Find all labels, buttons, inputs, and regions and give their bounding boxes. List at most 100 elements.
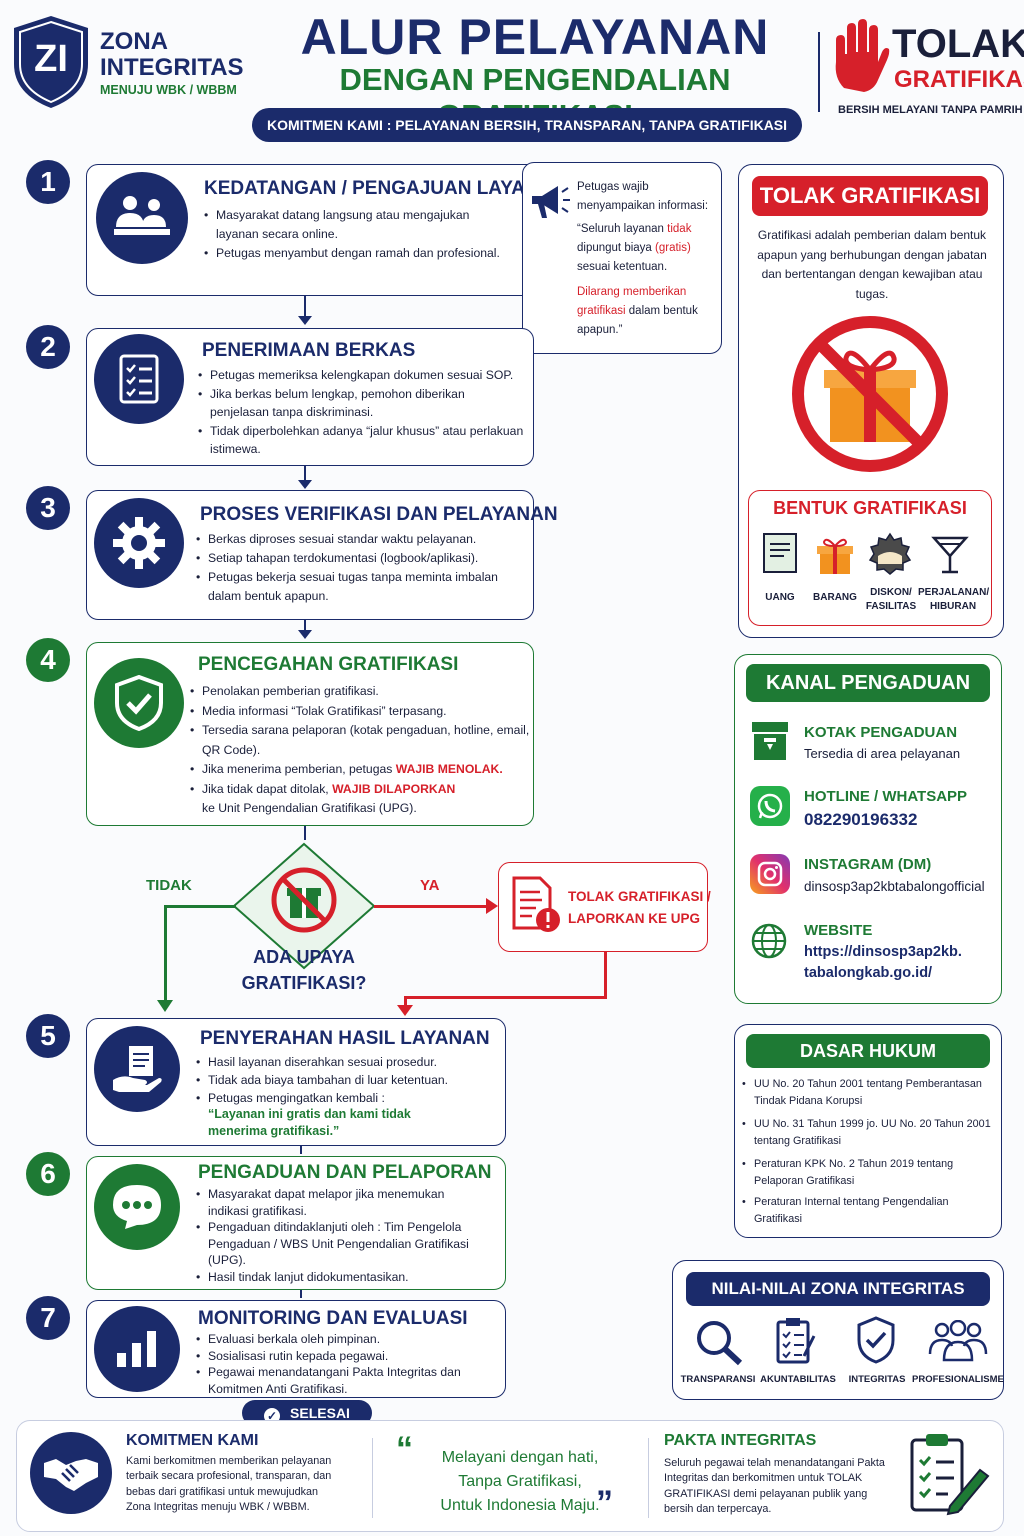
tolak-panel-title: TOLAK GRATIFIKASI [752, 176, 988, 216]
commitment-banner: KOMITMEN KAMI : PELAYANAN BERSIH, TRANSP… [252, 108, 802, 142]
header-divider [818, 32, 820, 112]
callout-quote: “Seluruh layanan tidak dipungut biaya (g… [577, 223, 692, 273]
return-line-h [404, 996, 607, 999]
list-item: UU No. 31 Tahun 1999 jo. UU No. 20 Tahun… [742, 1116, 998, 1149]
kanal-label-3: WEBSITE [804, 922, 873, 939]
kanal-value-3[interactable]: https://dinsosp3ap2kb. tabalongkab.go.id… [804, 944, 962, 981]
globe-icon [751, 923, 787, 959]
nilai-title: NILAI-NILAI ZONA INTEGRITAS [686, 1272, 990, 1306]
step-title-6: PENGADUAN DAN PELAPORAN [198, 1162, 492, 1183]
no-gift-icon [271, 867, 337, 933]
list-item: Penolakan pemberian gratifikasi. [190, 682, 530, 702]
kanal-label-0: KOTAK PENGADUAN [804, 724, 958, 741]
decision-question: ADA UPAYA GRATIFIKASI? [241, 947, 367, 993]
form-label-2: DISKON/FASILITAS [865, 587, 917, 612]
pakta-clipboard-icon [910, 1434, 990, 1516]
nilai-label-1: AKUNTABILITAS [760, 1374, 836, 1385]
callout-line2: menyampaikan informasi: [577, 200, 709, 212]
pakta-text: Seluruh pegawai telah menandatangani Pak… [664, 1457, 885, 1515]
no-line-h [164, 905, 236, 908]
clipboard-icon [776, 1318, 816, 1364]
step-title-7: MONITORING DAN EVALUASI [198, 1308, 468, 1329]
list-item: Pengaduan ditindaklanjuti oleh : Tim Pen… [196, 1219, 482, 1269]
tolak-line1: TOLAK [892, 22, 1024, 66]
flow-arrowhead [298, 316, 312, 325]
step-number-1: 1 [26, 160, 70, 204]
zi-line2: INTEGRITAS [100, 54, 244, 81]
return-arrowhead [397, 1005, 413, 1016]
tolak-line2: GRATIFIKASI [894, 66, 1024, 93]
kanal-value-0: Tersedia di area pelayanan [804, 746, 961, 761]
bar-chart-icon [94, 1306, 180, 1392]
people-desk-icon [96, 172, 188, 264]
chat-bubble-icon [94, 1164, 180, 1250]
zi-line1: ZONA [100, 28, 168, 55]
form-label-1: BARANG [813, 592, 857, 603]
list-item: Jika tidak dapat ditolak, WAJIB DILAPORK… [190, 780, 530, 819]
quote-divider-right [648, 1438, 649, 1518]
flow-arrow [300, 1290, 302, 1298]
kanal-value-1[interactable]: 082290196332 [804, 810, 918, 829]
forms-title: BENTUK GRATIFIKASI [773, 498, 967, 518]
step-title-1: KEDATANGAN / PENGAJUAN LAYANAN [204, 178, 567, 199]
kanal-value-2[interactable]: dinsosp3ap2kbtabalongofficial [804, 879, 985, 894]
step-title-3: PROSES VERIFIKASI DAN PELAYANAN [200, 504, 558, 525]
search-icon [697, 1321, 743, 1366]
step-number-3: 3 [26, 486, 70, 530]
list-item: Evaluasi berkala oleh pimpinan. [196, 1331, 486, 1348]
decision-no-label: TIDAK [146, 877, 192, 894]
kanal-label-2: INSTAGRAM (DM) [804, 856, 932, 873]
zi-badge-text: ZI [34, 38, 68, 80]
step-list-6: Masyarakat dapat melapor jika menemukan … [196, 1186, 482, 1285]
decision-yes-label: YA [420, 877, 440, 894]
form-label-0: UANG [765, 592, 795, 603]
list-item: Petugas mengingatkan kembali : [196, 1089, 496, 1107]
hand-stop-icon [835, 19, 890, 92]
megaphone-icon [532, 186, 570, 218]
quote-open-icon: “ [396, 1430, 413, 1468]
whatsapp-icon [750, 786, 790, 826]
list-item: Hasil tindak lanjut didokumentasikan. [196, 1269, 482, 1286]
no-gift-icon [792, 316, 948, 472]
list-item: UU No. 20 Tahun 2001 tentang Pemberantas… [742, 1076, 998, 1109]
step-list-3: Berkas diproses sesuai standar waktu pel… [196, 530, 526, 606]
gift-icon [817, 538, 853, 574]
step-list-7: Evaluasi berkala oleh pimpinan. Sosialis… [196, 1331, 486, 1397]
list-item: Berkas diproses sesuai standar waktu pel… [196, 530, 526, 549]
money-icon [763, 533, 797, 573]
list-item: Tidak diperbolehkan adanya “jalur khusus… [198, 422, 524, 459]
kanal-title: KANAL PENGADUAN [746, 664, 990, 702]
hand-document-icon [94, 1026, 180, 1112]
step-number-5: 5 [26, 1014, 70, 1058]
callout-warning: Dilarang memberikan gratifikasi dalam be… [577, 286, 698, 336]
step-title-5: PENYERAHAN HASIL LAYANAN [200, 1028, 490, 1049]
footer-quote: Melayani dengan hati, Tanpa Gratifikasi,… [440, 1449, 600, 1514]
form-label-3: PERJALANAN/HIBURAN [918, 587, 990, 612]
gear-icon [94, 498, 184, 588]
flow-arrow [304, 826, 306, 840]
list-item: Masyarakat datang langsung atau mengajuk… [204, 206, 514, 244]
step-title-2: PENERIMAAN BERKAS [202, 340, 416, 361]
komitmen-title: KOMITMEN KAMI [126, 1432, 259, 1449]
list-item: Petugas menyambut dengan ramah dan profe… [204, 244, 514, 263]
step-number-7: 7 [26, 1296, 70, 1340]
komitmen-text: Kami berkomitmen memberikan pelayanan te… [126, 1455, 332, 1513]
yes-arrowhead [486, 898, 498, 914]
list-item: Petugas bekerja sesuai tugas tanpa memin… [196, 568, 526, 606]
list-item: Pegawai menandatangani Pakta Integritas … [196, 1364, 486, 1397]
flow-arrowhead [298, 480, 312, 489]
return-line-v [604, 952, 607, 998]
list-item: Media informasi “Tolak Gratifikasi” terp… [190, 702, 530, 722]
flow-arrow [304, 466, 306, 484]
page-title: ALUR PELAYANAN [300, 9, 770, 65]
step-number-4: 4 [26, 638, 70, 682]
list-item: Hasil layanan diserahkan sesuai prosedur… [196, 1053, 496, 1071]
step-number-6: 6 [26, 1152, 70, 1196]
kanal-label-1: HOTLINE / WHATSAPP [804, 788, 968, 805]
flow-arrow [304, 296, 306, 320]
list-item: Masyarakat dapat melapor jika menemukan … [196, 1186, 482, 1219]
step5-quote: “Layanan ini gratis dan kami tidak mener… [208, 1107, 411, 1138]
handshake-icon [30, 1432, 112, 1514]
nilai-label-2: INTEGRITAS [848, 1374, 906, 1385]
return-line-v2 [404, 996, 407, 1006]
